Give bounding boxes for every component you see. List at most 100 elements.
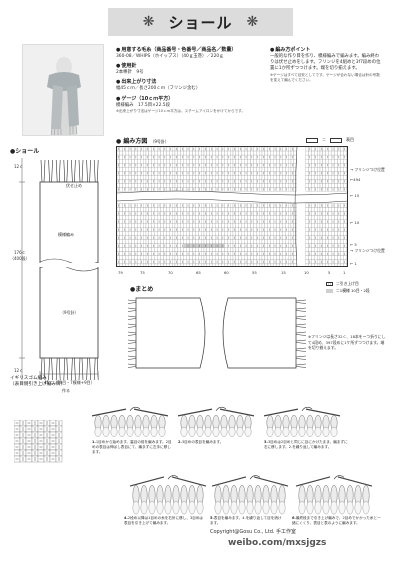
cast-on-label: 作る: [62, 388, 70, 393]
col-label: 1: [343, 270, 346, 275]
col-label: 65: [196, 270, 201, 275]
points-text: 一般的な作り目を作り、模様編みで編みます。編み終わりは伏せ止めをします。フリンジ…: [270, 54, 381, 72]
col-label: 79: [118, 270, 123, 275]
chart-legend-bottom: ▢ ＝引き上げ目 ＝1模様 10目・2段: [326, 280, 370, 294]
step-number: 4.: [124, 516, 128, 520]
fringe-note: ※フリンジは長さ32ｃ、18本をーつ折りにして4段め、397段めに1ケ所ずつつけ…: [308, 334, 386, 351]
legend-repeat-label: ＝1模様 10目・2段: [336, 288, 370, 293]
legend-slip-label: ＝引き上げ目: [336, 281, 359, 286]
needle-label: （9号針）: [60, 310, 79, 315]
bind-off-label: 伏せ止め: [66, 183, 82, 188]
size-heading: 出来上がり寸法: [116, 79, 264, 86]
step-number: 1.: [92, 440, 96, 444]
step-6-illustration: [295, 475, 373, 515]
points-heading: 編み方ポイント: [270, 47, 382, 54]
step-5: 5.表目を編みます。4.を繰り返して目を続けます。: [210, 516, 282, 526]
dim-top-label: 12ｃ: [14, 164, 24, 169]
rib-title: イギリスゴム編み: [10, 376, 47, 381]
rib-heading: イギリスゴム編み （表目側引き上げ編み目）: [10, 376, 65, 389]
col-label: 70: [168, 270, 173, 275]
finishing-diagram: [128, 297, 307, 369]
step-5-illustration: [211, 475, 289, 515]
row-label: ← 15: [350, 193, 360, 198]
col-label: 5: [328, 270, 331, 275]
copyright: Copyright@Gosu Co., Ltd. 手工作室: [210, 529, 297, 535]
row-label: ← 1: [350, 261, 357, 266]
knitting-chart-grid: [117, 147, 347, 266]
step-1-illustration: [91, 406, 169, 437]
legend-knit-box: [330, 137, 342, 143]
knitting-chart: [116, 146, 348, 267]
step-1: 1.1目めから始めます。裏目の前を編みます。2目めの表目は伸ばし表目にて、編まず…: [92, 440, 172, 455]
step-number: 2.: [178, 440, 182, 444]
gauge-heading: ゲージ（10ｃｍ平方）: [116, 96, 264, 103]
col-label: 75: [140, 270, 145, 275]
step-4: 4.2段め以降は1目めの糸を右針に移し、3目めは表目を引き上げて編みます。: [124, 516, 204, 526]
chart-legend-top: ＝ 表目: [306, 137, 354, 143]
gauge-text: 模様編み 17.5目×22.5段: [116, 102, 170, 108]
step-6: 6.最終段まで引き上げ編みで、2目めでかかった糸と一緒にくくり、表目と表のように…: [292, 516, 382, 526]
step-4-illustration: [129, 475, 207, 515]
dim-mid-label: 176ｃ （400段）: [10, 250, 30, 261]
chart-heading: 編み方図（9号針）: [116, 136, 169, 145]
star-right-icon: ❋: [246, 14, 259, 30]
slip-stitch-symbol-icon: ▢: [326, 281, 333, 286]
step-number: 5.: [210, 516, 214, 520]
points-note: ※ゲージはすべて目安としてです。ゲージが合わない場合は針の号数を変えて編んでくだ…: [270, 72, 380, 82]
step-text: 2段め以降は1目めの糸を右針に移し、3目めは表目を引き上げて編みます。: [124, 516, 204, 525]
chart-row-labels: → フリンジつけ位置 ←494 ← 15 ← 10 ← 5 → フリンジつけ位置…: [350, 146, 396, 267]
row-label: → フリンジつけ位置: [350, 248, 385, 253]
legend-slip-stitch: ▢ ＝引き上げ目: [326, 280, 370, 287]
step-number: 6.: [292, 516, 296, 520]
chart-col-labels: 79 75 70 65 60 55 15 10 5 1: [116, 270, 348, 276]
size-text: 幅45ｃｍ／長さ200ｃｍ（フリンジ含む）: [116, 86, 201, 92]
star-left-icon: ❋: [142, 14, 155, 30]
chart-cells: [117, 147, 347, 266]
col-label: 15: [281, 270, 286, 275]
step-text: 表目を編みます。4.を繰り返して目を続けます。: [210, 516, 282, 525]
shawl-photo-image: [23, 45, 103, 135]
width-label: 45ｃ（79目・7模様+9目）: [44, 380, 95, 385]
step-text: 3目めの表目を編みます。: [181, 440, 224, 444]
product-photo: [22, 44, 104, 136]
page-title: ショール: [168, 13, 233, 32]
row-label: ← 5: [350, 242, 357, 247]
col-label: 55: [252, 270, 257, 275]
watermark: weibo.com/mxsjgzs: [228, 538, 327, 548]
legend-knit-label: 表目: [346, 137, 354, 142]
rib-chart: [14, 420, 63, 463]
needles-heading: 使用針: [116, 63, 264, 70]
row-label: → フリンジつけ位置: [350, 167, 385, 172]
points-section: 編み方ポイント 一般的な作り目を作り、模様編みで編みます。編み終わりは伏せ止めを…: [270, 44, 382, 83]
shawl-heading: ショール: [10, 146, 39, 155]
step-2: 2.3目めの表目を編みます。: [178, 440, 258, 445]
pattern-label: 模様編み: [58, 232, 74, 237]
step-number: 3.: [264, 440, 268, 444]
gauge-note: ※出来上がり寸法はゲージ10ｃｍ平方は、スチームアイロンをかけてからです。: [116, 108, 245, 113]
row-label: ←494: [350, 177, 361, 182]
col-label: 60: [224, 270, 229, 275]
row-label: ← 10: [350, 220, 360, 225]
legend-equals: ＝: [322, 137, 326, 142]
step-text: 3目めは2目めと同じに目にかけたまま、編まずに右に移します。2.を繰り返して編み…: [264, 440, 348, 449]
chart-heading-sub: （9号針）: [150, 139, 169, 144]
repeat-swatch-icon: [326, 288, 333, 293]
legend-repeat: ＝1模様 10目・2段: [326, 287, 370, 294]
legend-empty-box: [306, 137, 318, 143]
dim-bottom-label: 12ｃ: [14, 368, 24, 373]
rib-subtitle: （表目側引き上げ編み目）: [10, 382, 66, 388]
step-3: 3.3目めは2目めと同じに目にかけたまま、編まずに右に移します。2.を繰り返して…: [264, 440, 348, 450]
step-3-illustration: [263, 406, 341, 437]
needles-text: 2本棒針 9号: [116, 70, 144, 76]
materials-line: 360-08／WHIPS（ホイップス）（40ｇ玉巻）／220ｇ: [116, 54, 224, 59]
finishing-heading: まとめ: [130, 284, 153, 293]
step-text: 最終段まで引き上げ編みで、2目めでかかった糸と一緒にくくり、表目と表のように編み…: [292, 516, 381, 525]
step-text: 1目めから始めます。裏目の前を編みます。2目めの表目は伸ばし表目にて、編まずに左…: [92, 440, 172, 454]
col-label: 10: [304, 270, 309, 275]
materials-heading: 用意する毛糸（商品番号・色番号／商品名／数量）: [116, 47, 264, 54]
shawl-schematic: [19, 158, 99, 381]
step-2-illustration: [177, 406, 255, 437]
chart-heading-text: 編み方図: [123, 138, 148, 145]
title-bar: ❋ ショール ❋: [108, 8, 293, 36]
materials-section: 用意する毛糸（商品番号・色番号／商品名／数量） 360-08／WHIPS（ホイッ…: [116, 44, 264, 114]
